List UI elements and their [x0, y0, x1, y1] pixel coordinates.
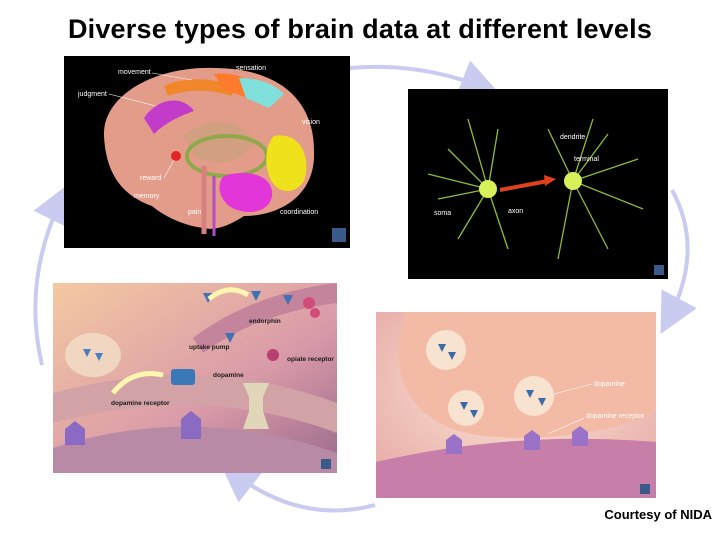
arrow-synapse-to-opiate — [219, 462, 376, 513]
label-soma: soma — [434, 210, 451, 217]
arrow-opiate-to-brain — [33, 183, 70, 366]
brain-regions-panel: movement sensation judgment vision rewar… — [64, 56, 350, 248]
label-endorphin: endorphin — [249, 318, 281, 325]
label-opiate-receptor: opiate receptor — [287, 356, 334, 363]
label-dendrite: dendrite — [560, 134, 585, 141]
axon-line — [499, 179, 549, 192]
label-judgment: judgment — [77, 91, 107, 98]
arrow-brain-to-neuron — [349, 60, 500, 98]
soma-cell — [479, 180, 497, 198]
label-reward: reward — [140, 175, 162, 182]
label-axon: axon — [508, 208, 523, 215]
label-sensation: sensation — [236, 65, 266, 72]
label-memory: memory — [134, 193, 160, 200]
label-dopamine-receptor: dopamine receptor — [111, 400, 170, 407]
brain-illustration — [103, 67, 346, 242]
neuron-illustration — [427, 118, 644, 260]
label-dopamine: dopamine — [213, 372, 244, 379]
label-pain: pain — [188, 209, 201, 216]
slide-title: Diverse types of brain data at different… — [67, 14, 653, 44]
dopamine-synapse-panel: dopamine dopamine receptor — [376, 312, 656, 498]
label-vision: vision — [302, 119, 320, 126]
arrow-neuron-to-synapse — [660, 189, 697, 335]
label-terminal: terminal — [574, 156, 599, 163]
label-dopamine-receptor: dopamine receptor — [586, 413, 645, 420]
label-coordination: coordination — [280, 209, 318, 216]
neuron-panel: dendrite terminal soma axon — [408, 89, 668, 279]
label-uptake-pump: uptake pump — [189, 344, 229, 351]
label-movement: movement — [118, 69, 151, 76]
terminal-cell — [564, 172, 582, 190]
credit-text: Courtesy of NIDA — [604, 507, 712, 522]
label-dopamine: dopamine — [594, 381, 625, 388]
opiate-receptor-panel: endorphin uptake pump opiate receptor do… — [53, 283, 337, 473]
